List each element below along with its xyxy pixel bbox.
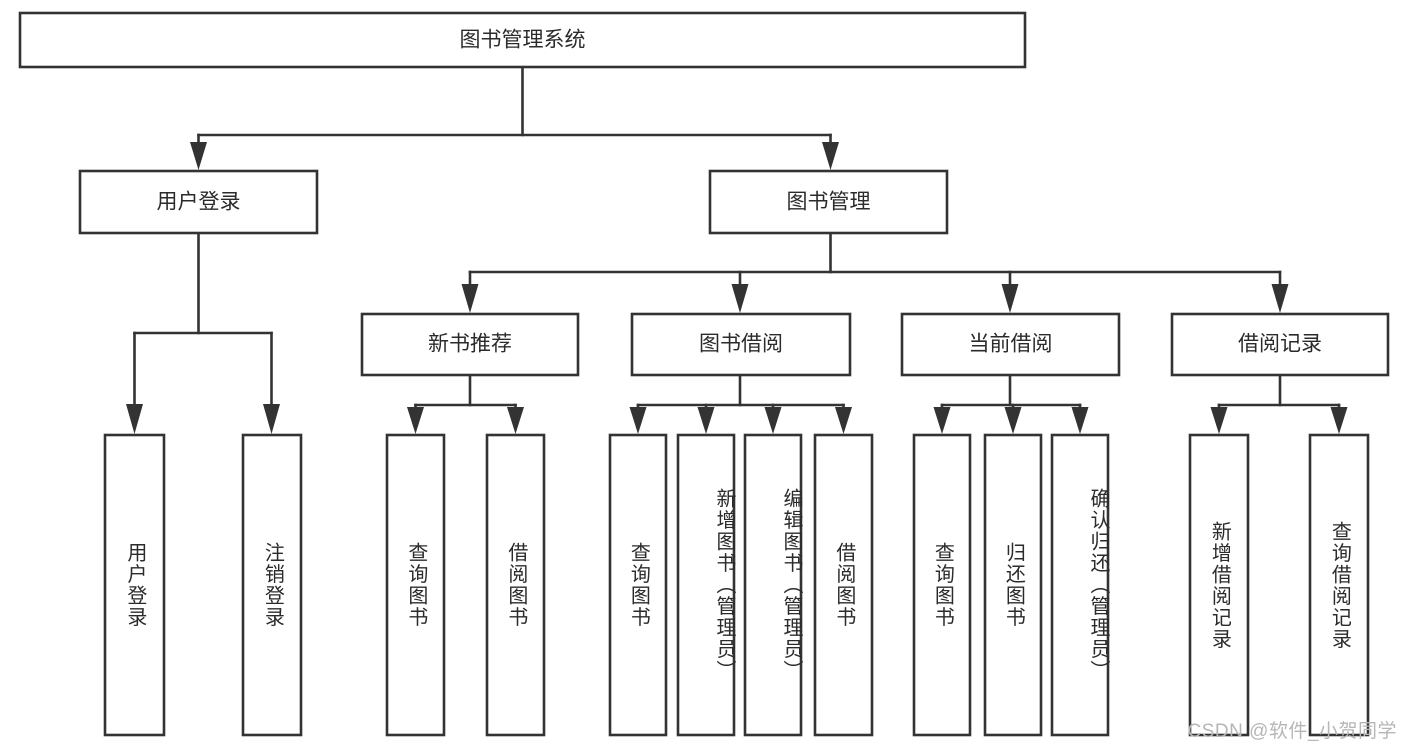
node-box-leaf-query-book-cb[interactable] — [912, 433, 972, 737]
node-label-root: 图书管理系统 — [460, 29, 586, 52]
arrow-head-book-borrow — [731, 284, 749, 313]
node-box-user-login[interactable] — [78, 169, 319, 235]
arrow-head-book-manage — [822, 142, 839, 170]
node-box-leaf-query-record[interactable] — [1308, 433, 1370, 737]
arrow-head-leaf-query-book-rec — [407, 407, 424, 434]
arrow-head-new-book-rec — [461, 284, 479, 313]
node-box-leaf-add-record[interactable] — [1188, 433, 1250, 737]
connector-borrow-record-to-leaves — [1210, 373, 1348, 434]
node-box-leaf-borrow-book-rec[interactable] — [485, 433, 546, 737]
connector-book-borrow-to-leaves — [629, 373, 852, 434]
node-box-book-borrow[interactable] — [630, 312, 852, 377]
arrow-head-leaf-query-book-bb — [629, 407, 647, 434]
arrow-head-current-borrow — [1001, 284, 1019, 313]
node-box-leaf-query-book-bb[interactable] — [608, 433, 668, 737]
arrow-head-borrow-record — [1271, 284, 1289, 313]
node-box-leaf-add-book[interactable] — [676, 433, 736, 737]
node-label-book-manage: 图书管理 — [787, 191, 871, 214]
node-box-leaf-logout[interactable] — [241, 433, 303, 737]
arrow-head-leaf-user-login — [126, 404, 143, 434]
node-box-new-book-rec[interactable] — [360, 312, 580, 377]
arrow-head-leaf-borrow-book-rec — [507, 407, 524, 434]
node-box-leaf-edit-book[interactable] — [743, 433, 803, 737]
connector-new-book-rec-to-leaves — [407, 373, 524, 434]
node-label-book-borrow: 图书借阅 — [699, 333, 783, 356]
node-box-leaf-confirm-return[interactable] — [1050, 433, 1110, 737]
connector-current-borrow-to-leaves — [933, 373, 1089, 434]
node-box-leaf-query-book-rec[interactable] — [385, 433, 446, 737]
node-box-root[interactable] — [18, 11, 1027, 69]
node-box-leaf-user-login[interactable] — [103, 433, 166, 737]
node-box-leaf-borrow-book-bb[interactable] — [813, 433, 874, 737]
arrow-head-leaf-add-record — [1210, 407, 1228, 434]
node-label-current-borrow: 当前借阅 — [969, 333, 1053, 356]
node-label-new-book-rec: 新书推荐 — [428, 333, 512, 356]
node-box-book-manage[interactable] — [708, 169, 949, 235]
connector-user-login-to-leaves — [126, 231, 280, 434]
arrow-head-user-login — [190, 142, 207, 170]
node-box-borrow-record[interactable] — [1170, 312, 1390, 377]
node-box-current-borrow[interactable] — [900, 312, 1121, 377]
node-label-user-login: 用户登录 — [157, 191, 241, 214]
arrow-head-leaf-edit-book — [764, 407, 782, 434]
connector-book-manage-to-level3 — [461, 231, 1289, 313]
arrow-head-leaf-logout — [263, 404, 280, 434]
csdn-watermark: CSDN @软件_小贺同学 — [1187, 721, 1397, 742]
node-box-leaf-return-book[interactable] — [983, 433, 1043, 737]
arrow-head-leaf-confirm-return — [1071, 407, 1089, 434]
arrow-head-leaf-return-book — [1004, 407, 1022, 434]
arrow-head-leaf-add-book — [697, 407, 715, 434]
node-label-borrow-record: 借阅记录 — [1238, 333, 1322, 356]
connector-root-to-level2 — [190, 65, 839, 170]
arrow-head-leaf-query-book-cb — [933, 407, 951, 434]
arrow-head-leaf-borrow-book-bb — [835, 407, 852, 434]
node-boxes: 图书管理系统 用户登录 图书管理 新书推荐 图书借阅 当前借阅 借阅记录 — [18, 11, 1390, 737]
arrow-head-leaf-query-record — [1330, 407, 1348, 434]
